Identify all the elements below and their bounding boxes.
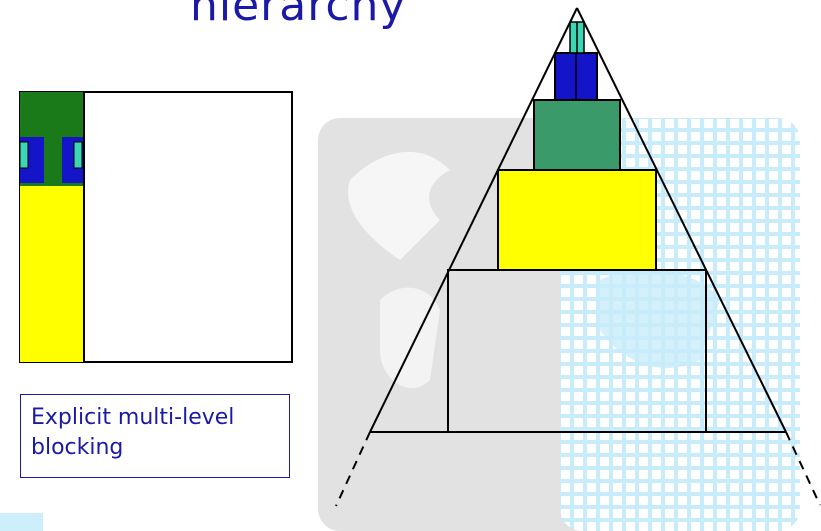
triangle-left-edge xyxy=(369,7,578,433)
matrix-teal-block-right xyxy=(73,141,83,169)
triangle-right-continuation xyxy=(785,431,821,506)
corner-tab xyxy=(0,513,43,531)
triangle-right-edge xyxy=(576,7,787,433)
slide-title: hierarchy xyxy=(190,0,407,31)
level-yellow-block xyxy=(497,169,657,271)
level-green-block xyxy=(533,99,621,171)
blocked-matrix xyxy=(19,91,293,363)
hierarchy-triangle xyxy=(335,7,821,507)
matrix-teal-block-left xyxy=(19,141,29,169)
triangle-left-continuation xyxy=(335,431,371,507)
caption-box: Explicit multi-level blocking xyxy=(20,394,290,478)
